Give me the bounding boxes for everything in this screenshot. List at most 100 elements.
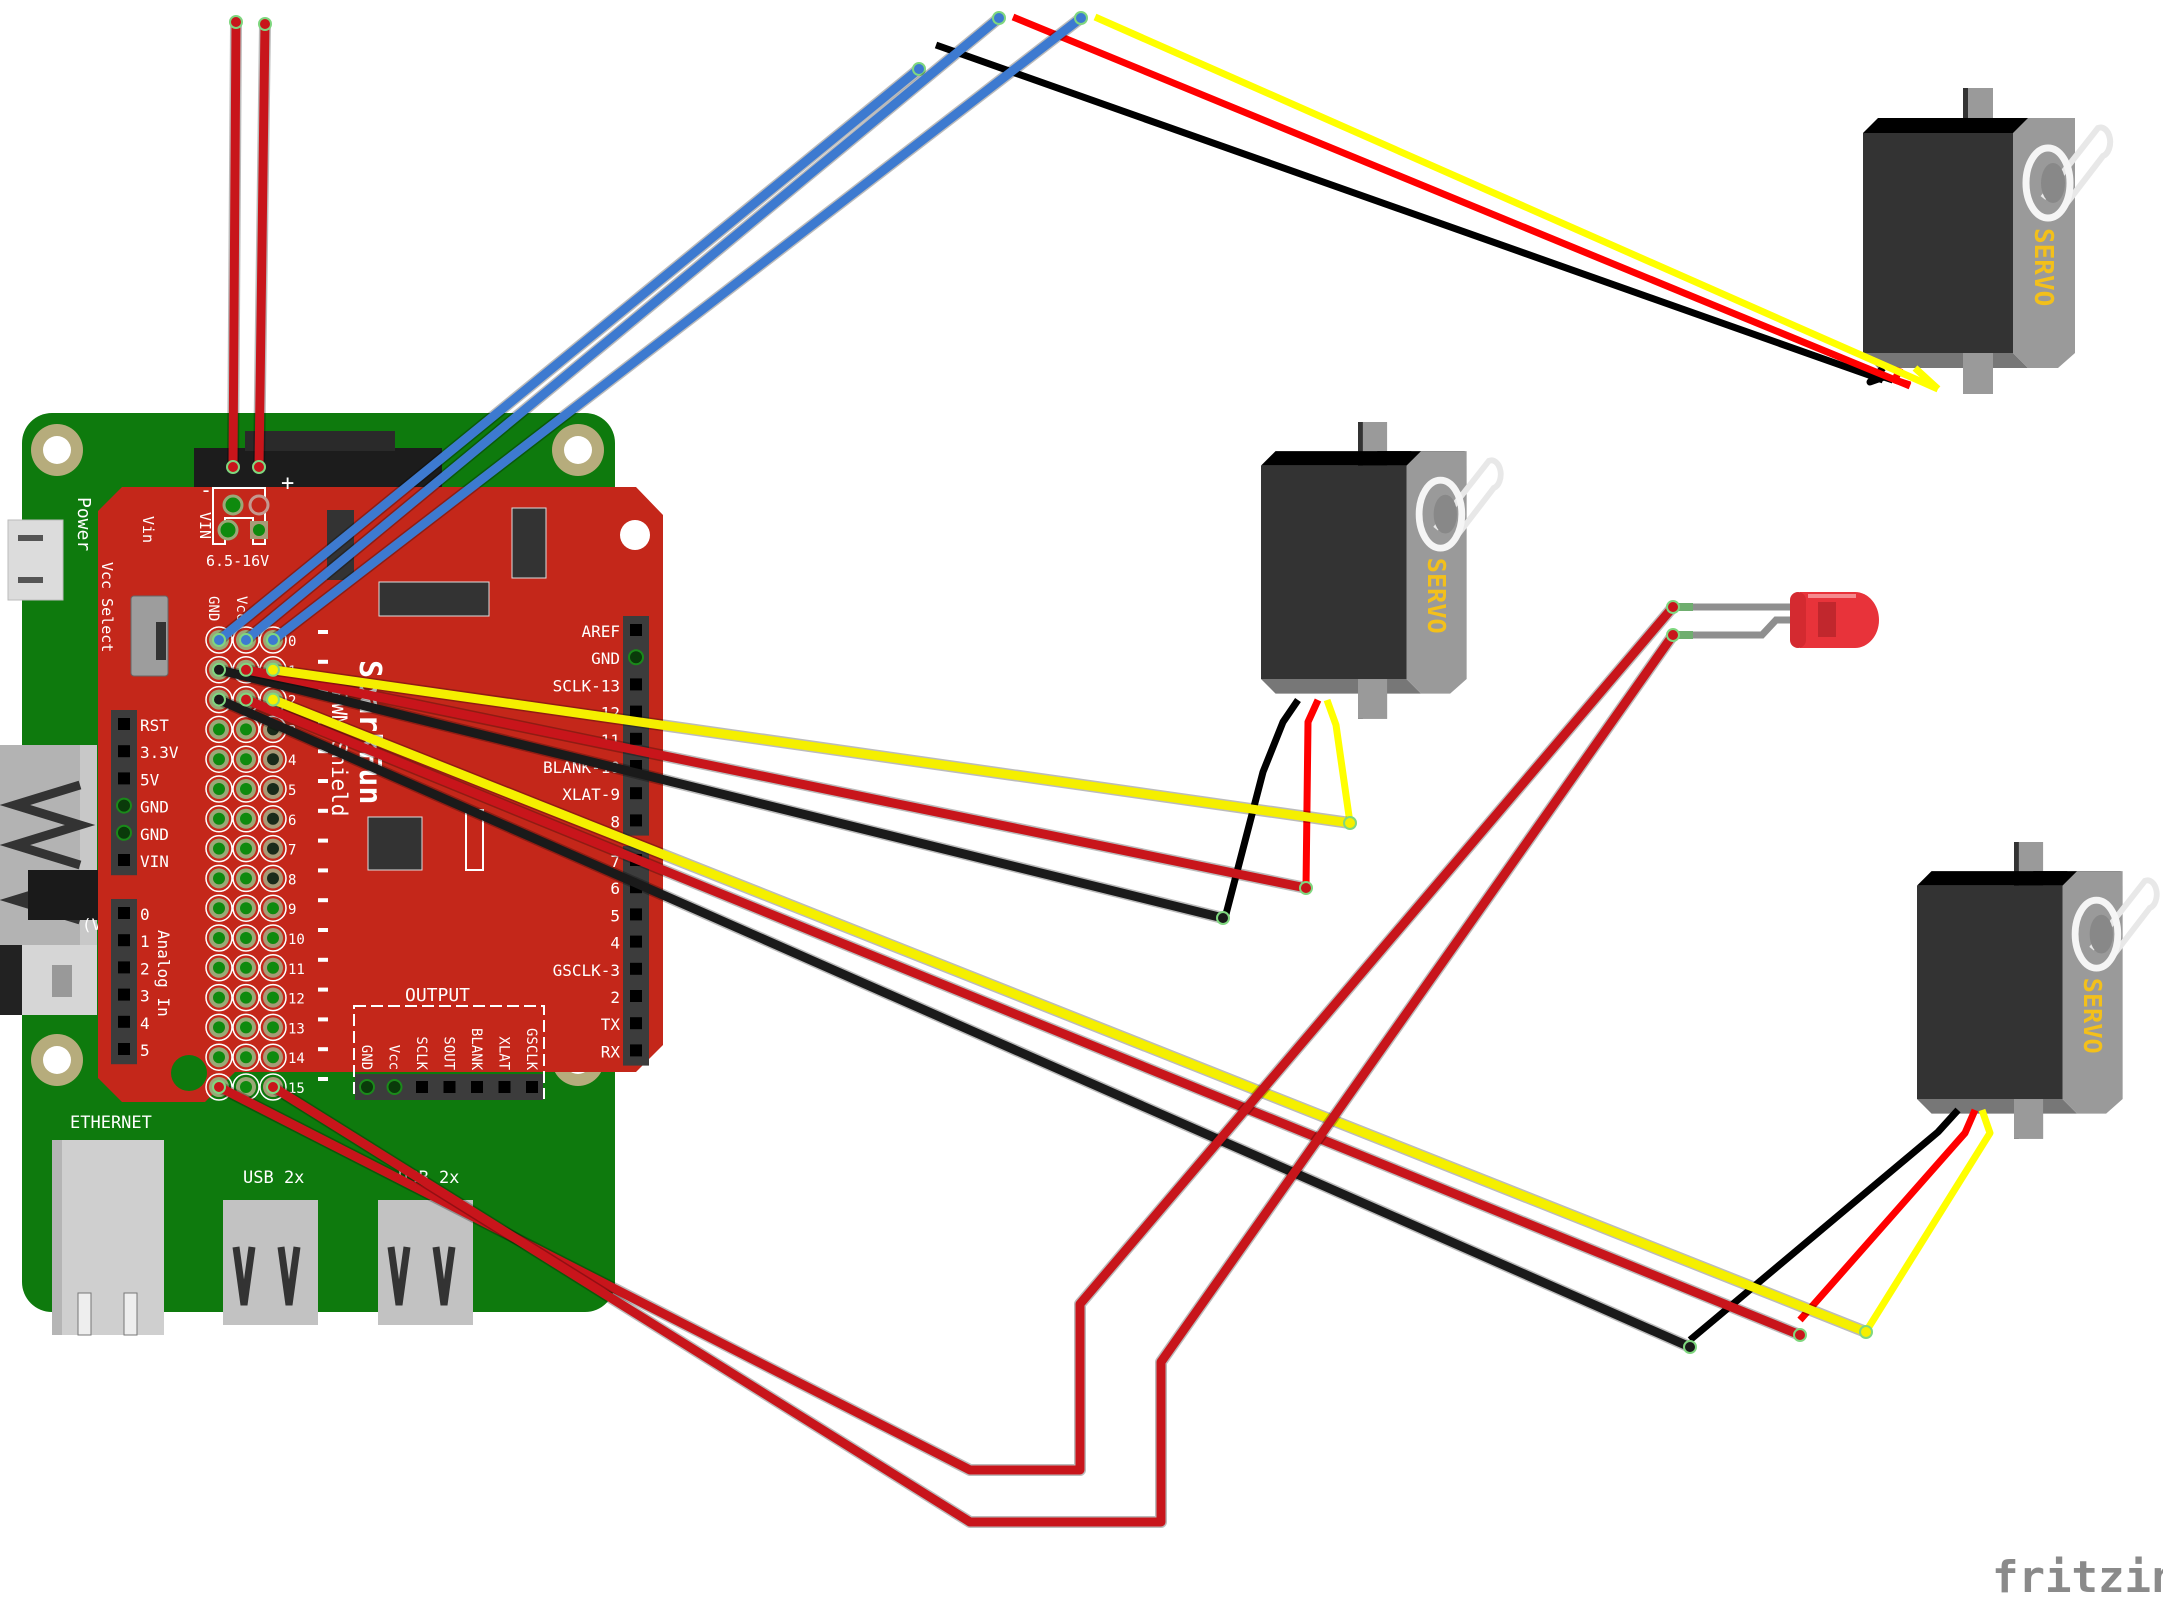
ethernet-port[interactable]	[52, 1140, 164, 1336]
wire-gnd-rail[interactable]	[212, 62, 926, 647]
servo-pin-grid[interactable]	[205, 626, 287, 1101]
servo-pin[interactable]	[259, 983, 287, 1012]
wire-ch2-pwm[interactable]	[266, 692, 1873, 1339]
header-pin[interactable]	[630, 705, 642, 718]
header-pin[interactable]	[630, 624, 642, 636]
wire-ch2-vcc[interactable]	[239, 692, 1807, 1342]
header-pin[interactable]	[630, 908, 642, 921]
header-pin[interactable]	[118, 745, 130, 758]
wire-pwm-rail[interactable]	[266, 11, 1088, 647]
servo-pin[interactable]	[259, 805, 287, 833]
header-pin[interactable]	[630, 990, 642, 1002]
servo-pin[interactable]	[259, 924, 287, 952]
header-pin[interactable]	[630, 1044, 642, 1057]
servo-pin[interactable]	[232, 745, 260, 773]
servo-pin[interactable]	[205, 924, 233, 952]
servo-motor[interactable]: SERVO	[1261, 422, 1504, 719]
servo-motor[interactable]: SERVO	[1917, 842, 2160, 1139]
header-pin[interactable]	[118, 854, 130, 866]
audio-jack[interactable]	[0, 945, 97, 1015]
servo-pin[interactable]	[205, 1013, 233, 1042]
servo-motor[interactable]: SERVO	[1863, 88, 2114, 394]
wire-power-plus[interactable]	[252, 17, 272, 474]
channel-number: 10	[288, 932, 305, 948]
servo-pin[interactable]	[205, 834, 233, 863]
header-pin[interactable]	[116, 797, 132, 814]
hdmi-port[interactable]	[0, 745, 97, 970]
servo-pin[interactable]	[232, 954, 260, 982]
header-pin[interactable]	[118, 988, 130, 1001]
servo-pin[interactable]	[259, 1013, 287, 1042]
servo-pin[interactable]	[205, 745, 233, 773]
servo-pin[interactable]	[232, 834, 260, 863]
wire-ch15-led-b[interactable]	[266, 628, 1680, 1528]
wire-ch1-gnd[interactable]	[212, 662, 1230, 925]
usb-port-a[interactable]	[223, 1200, 318, 1325]
header-pin[interactable]	[628, 649, 644, 666]
header-pin[interactable]	[630, 678, 642, 691]
servo-pin[interactable]	[205, 954, 233, 982]
header-pin[interactable]	[116, 824, 132, 841]
header-pin[interactable]	[630, 732, 642, 745]
header-pin[interactable]	[118, 772, 130, 785]
servo-pin[interactable]	[205, 864, 233, 893]
servo-pin[interactable]	[232, 715, 260, 744]
gpio-header-top	[245, 431, 395, 451]
wire-ch1-vcc[interactable]	[239, 662, 1313, 895]
micro-usb-power-port[interactable]	[7, 519, 64, 601]
servo-pin[interactable]	[259, 745, 287, 773]
wire-power-minus[interactable]	[226, 15, 243, 474]
servo-pin[interactable]	[259, 834, 287, 863]
servo-pin[interactable]	[232, 983, 260, 1012]
servo-pin[interactable]	[205, 715, 233, 744]
header-pin[interactable]	[118, 961, 130, 974]
usb-port-b[interactable]	[378, 1200, 473, 1325]
wire-ch15-led-a[interactable]	[212, 600, 1680, 1476]
power-jack[interactable]	[212, 487, 270, 545]
header-pin[interactable]	[118, 718, 130, 730]
servo-pin[interactable]	[205, 775, 233, 803]
output-pin[interactable]	[526, 1081, 538, 1093]
servo-pin[interactable]	[259, 954, 287, 982]
servo-pin[interactable]	[232, 924, 260, 952]
output-pin[interactable]	[359, 1079, 375, 1095]
header-pin[interactable]	[630, 787, 642, 800]
header-pin[interactable]	[118, 934, 130, 947]
led-red[interactable]	[1673, 592, 1879, 648]
output-pin[interactable]	[443, 1081, 456, 1093]
servo-pin[interactable]	[205, 894, 233, 922]
output-pin[interactable]	[386, 1079, 403, 1095]
servo-pin[interactable]	[232, 864, 260, 893]
header-label: 0	[140, 905, 150, 924]
header-pin[interactable]	[118, 907, 130, 919]
wire-ch2-gnd[interactable]	[212, 692, 1697, 1354]
header-pin[interactable]	[118, 1043, 130, 1055]
output-pin[interactable]	[471, 1081, 483, 1093]
servo-pin[interactable]	[205, 983, 233, 1012]
wire-vcc-rail[interactable]	[239, 11, 1006, 647]
header-pin[interactable]	[630, 935, 642, 948]
servo-pin[interactable]	[232, 775, 260, 803]
servo-pin[interactable]	[259, 894, 287, 922]
wire-ch1-pwm[interactable]	[266, 662, 1357, 830]
pwm-shield[interactable]: - + VIN 6.5-16V Vcc Select Vin 5V GND Vc…	[98, 471, 663, 1102]
servo-pin[interactable]	[205, 805, 233, 833]
servo-pin[interactable]	[232, 894, 260, 922]
servo-pin[interactable]	[259, 1043, 287, 1071]
output-pin[interactable]	[416, 1081, 428, 1093]
header-pin[interactable]	[118, 1015, 130, 1028]
servo-pin[interactable]	[232, 805, 260, 833]
servo-pin[interactable]	[232, 1043, 260, 1071]
servo-pin[interactable]	[205, 1043, 233, 1071]
header-pin[interactable]	[630, 962, 642, 975]
servo-pin[interactable]	[259, 864, 287, 893]
output-pin[interactable]	[498, 1081, 511, 1093]
vcc-select-switch[interactable]	[130, 595, 169, 677]
servo-pin[interactable]	[259, 775, 287, 803]
servo-pin[interactable]	[232, 1013, 260, 1042]
header-pin[interactable]	[630, 814, 642, 827]
header-pin[interactable]	[630, 1017, 642, 1030]
